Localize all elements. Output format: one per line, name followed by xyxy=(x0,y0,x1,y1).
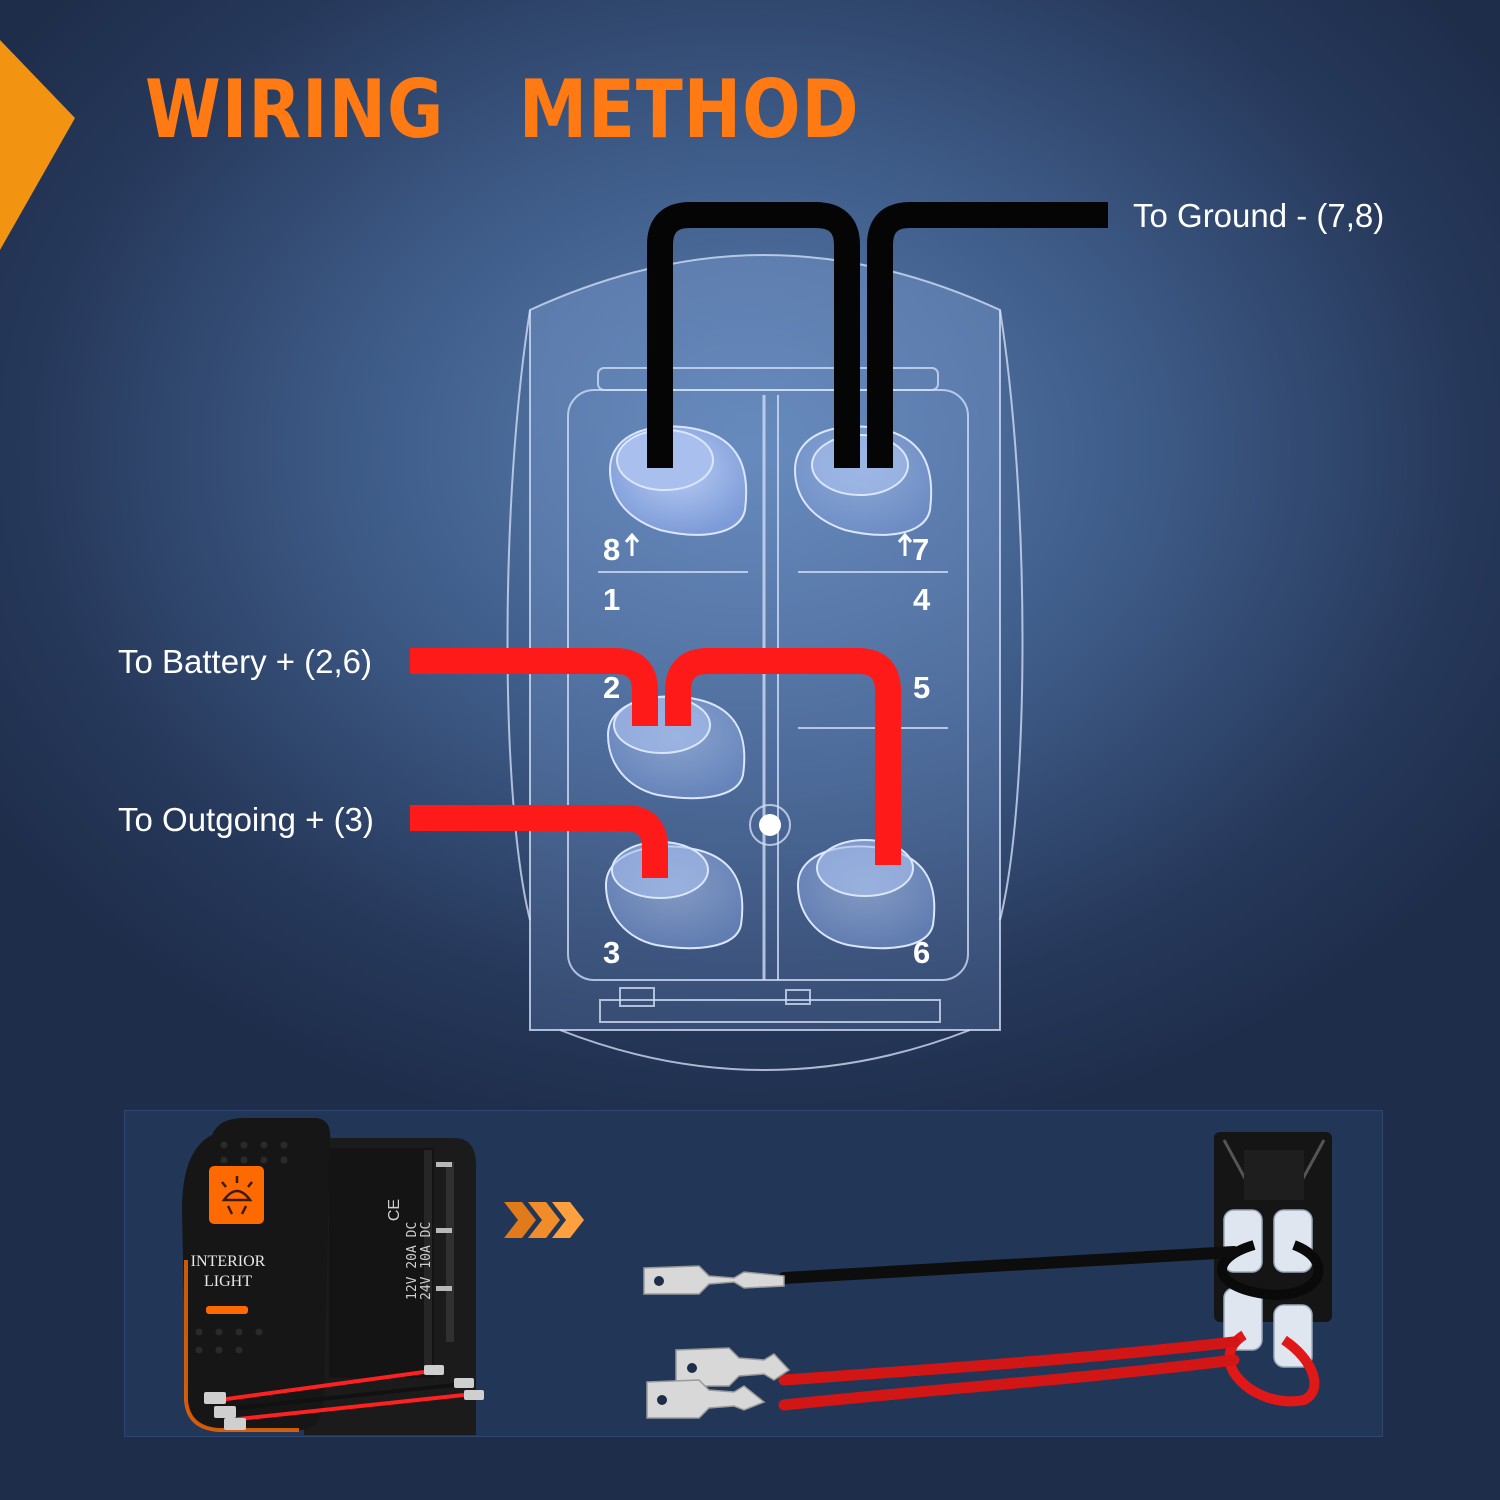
outgoing-wire xyxy=(410,805,668,878)
indicator-bar xyxy=(206,1306,248,1314)
rating-line1: 12V 20A DC xyxy=(405,1222,420,1300)
battery-wires xyxy=(410,648,901,865)
pin-label-5: 5 xyxy=(913,670,930,705)
page-title: WIRING METHOD xyxy=(145,63,860,156)
pin-label-2: 2 xyxy=(603,670,620,705)
pin-label-8: 8 xyxy=(603,532,620,567)
spade-terminals xyxy=(643,1265,791,1419)
pin-label-4: 4 xyxy=(913,582,931,617)
pin-label-7: 7 xyxy=(912,532,929,567)
product-illustration: INTERIOR LIGHT CE 12V 20A DC 24V 10A DC xyxy=(182,1118,1332,1435)
battery-label: To Battery + (2,6) xyxy=(118,643,373,680)
rocker-switch-photo: INTERIOR LIGHT CE 12V 20A DC 24V 10A DC xyxy=(182,1118,484,1435)
chevron-right-icon xyxy=(504,1202,584,1238)
pin-label-3: 3 xyxy=(603,935,620,970)
switch-text-line1: INTERIOR xyxy=(191,1253,266,1270)
ce-mark: CE xyxy=(386,1199,403,1221)
switch-text-line2: LIGHT xyxy=(204,1273,252,1290)
wiring-diagram: 8 7 1 4 2 5 3 6 xyxy=(410,202,1108,1071)
pin-label-6: 6 xyxy=(913,935,930,970)
arrow-up-icon xyxy=(897,532,913,556)
light-bulb-icon xyxy=(221,1176,253,1215)
ground-label: To Ground - (7,8) xyxy=(1133,197,1385,234)
indicator-window xyxy=(209,1166,264,1224)
rating-line2: 24V 10A DC xyxy=(419,1222,434,1300)
outgoing-label: To Outgoing + (3) xyxy=(118,801,374,838)
arrow-up-icon xyxy=(624,532,640,556)
ground-wires xyxy=(647,202,1108,468)
pin-label-1: 1 xyxy=(603,582,620,617)
wired-switch-photo xyxy=(1214,1132,1332,1407)
corner-arrow-decoration xyxy=(0,40,75,250)
indicator-led xyxy=(759,814,781,836)
